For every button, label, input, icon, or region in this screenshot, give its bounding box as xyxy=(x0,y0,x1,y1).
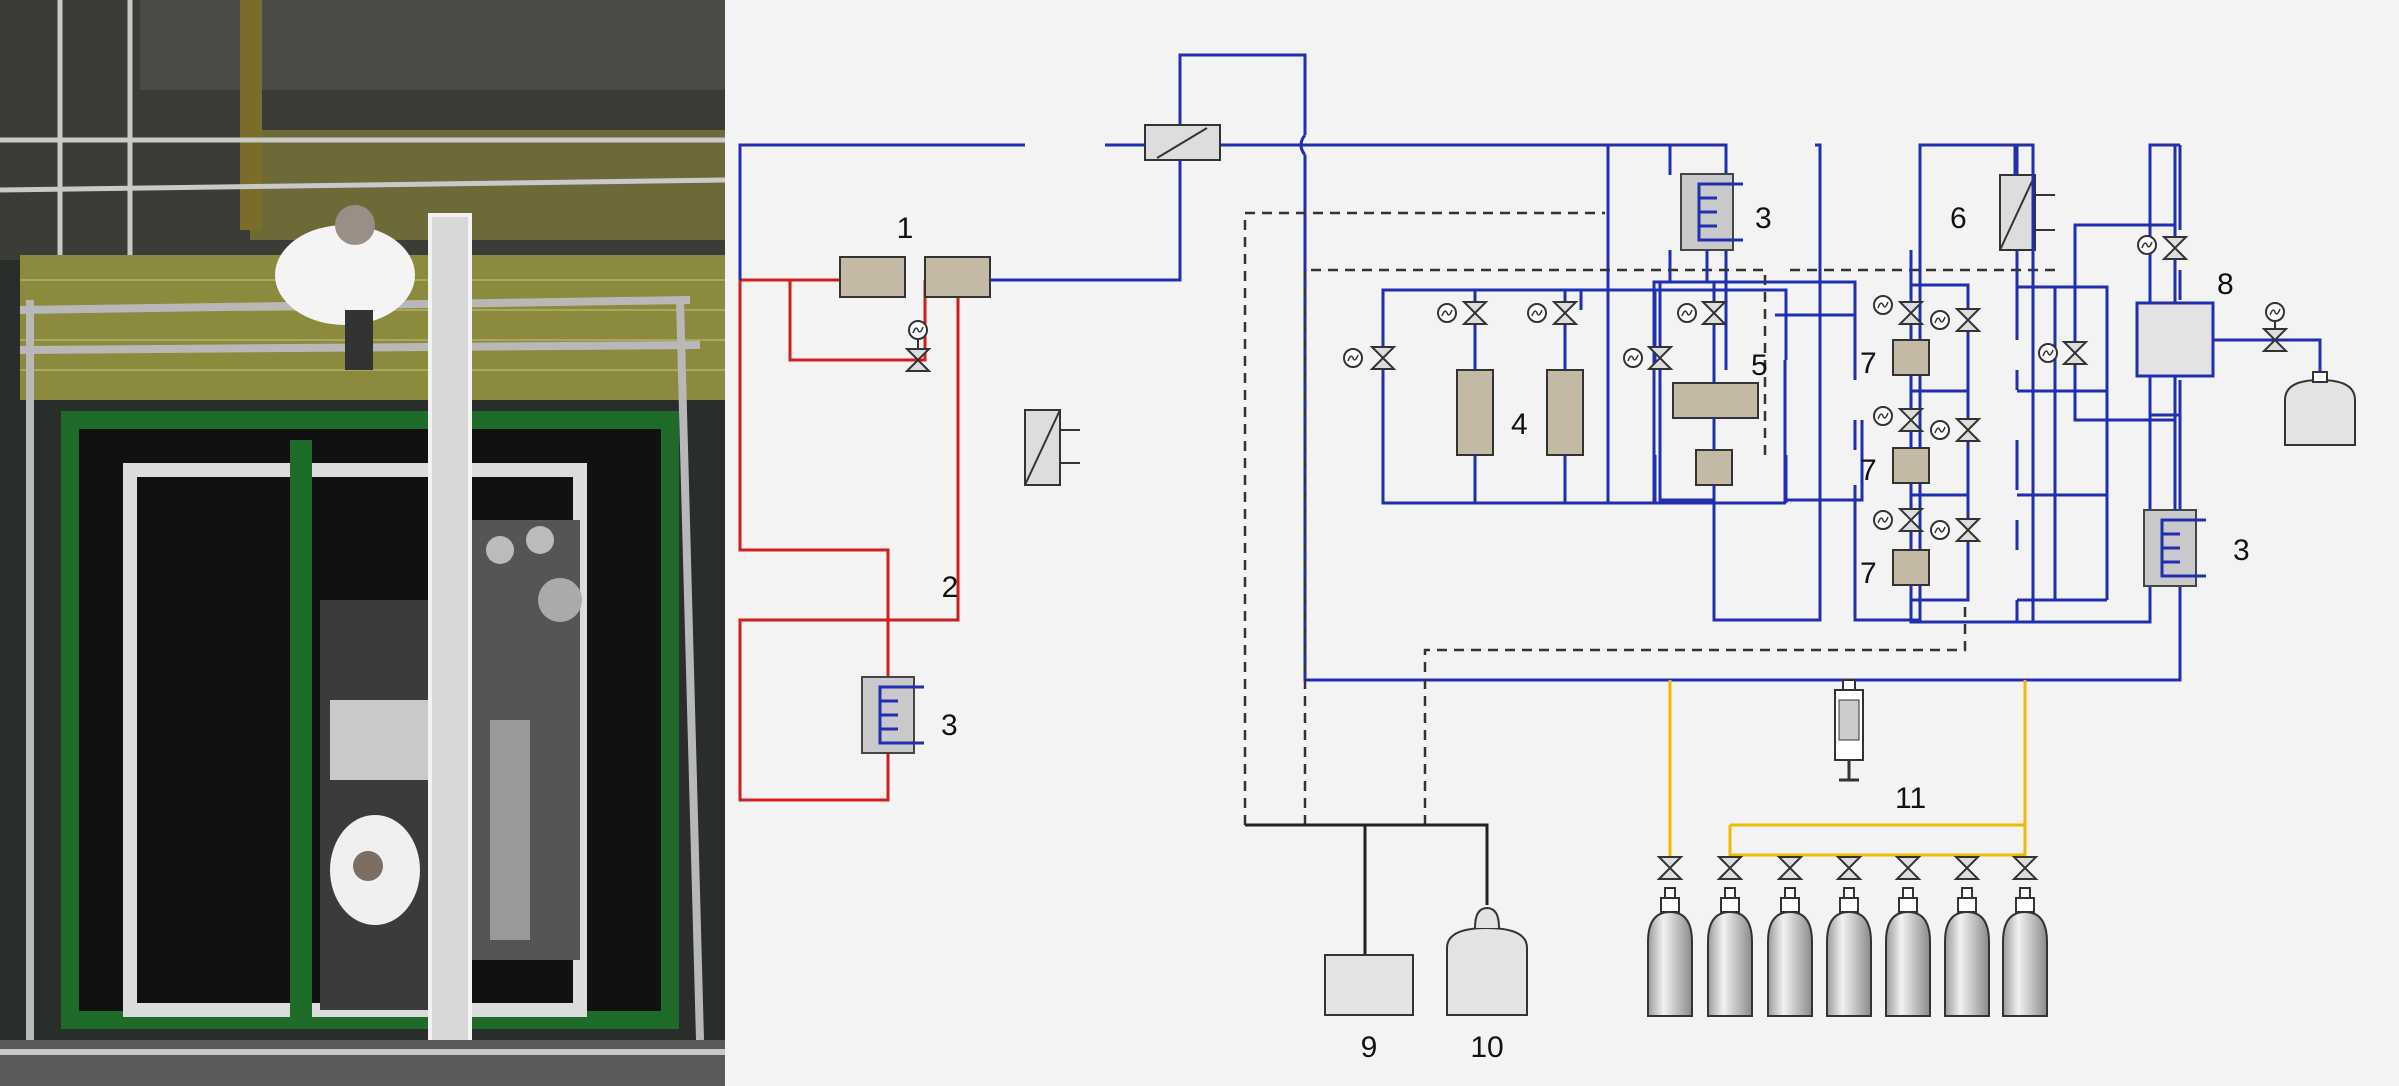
component-5 xyxy=(1623,143,1822,622)
label-7-a: 7 xyxy=(1860,347,1877,380)
label-9: 9 xyxy=(1361,1031,1378,1064)
label-2: 2 xyxy=(942,571,959,604)
red-circuit-lines xyxy=(738,278,960,802)
label-10: 10 xyxy=(1470,1031,1503,1064)
number-labels: 1 2 3 3 3 4 5 6 7 7 7 8 9 10 11 xyxy=(897,202,2250,1064)
label-7-b: 7 xyxy=(1860,454,1877,487)
component-1 xyxy=(839,256,991,372)
component-7 xyxy=(1873,143,2035,624)
label-3-left: 3 xyxy=(941,709,958,742)
filter-11-icon xyxy=(1834,679,1864,782)
component-4 xyxy=(1343,290,1584,503)
label-3-top: 3 xyxy=(1755,202,1772,235)
label-6: 6 xyxy=(1950,202,1967,235)
dashed-lines xyxy=(1243,211,2055,825)
component-8 xyxy=(2038,145,2356,510)
process-schematic: 1 2 3 3 3 4 5 6 7 7 7 8 9 10 11 xyxy=(738,53,2356,1064)
facility-photo xyxy=(0,0,725,1086)
label-1: 1 xyxy=(897,212,914,245)
blue-circuit-lines xyxy=(738,53,2322,682)
actuated-valve-6 xyxy=(1999,174,2055,251)
label-8: 8 xyxy=(2217,268,2234,301)
label-7-c: 7 xyxy=(1860,557,1877,590)
label-3-right: 3 xyxy=(2233,534,2250,567)
facility-photo-drawing xyxy=(0,0,725,1086)
label-4: 4 xyxy=(1511,408,1528,441)
actuated-valve-icon xyxy=(1024,409,1080,486)
label-11: 11 xyxy=(1895,782,1926,815)
component-9 xyxy=(1324,954,1414,1016)
filter-icon xyxy=(1144,124,1221,161)
gas-cylinder-icon xyxy=(1647,856,2048,1017)
label-5: 5 xyxy=(1751,349,1768,382)
component-10 xyxy=(1446,906,1528,1016)
black-lines xyxy=(1245,823,1489,955)
